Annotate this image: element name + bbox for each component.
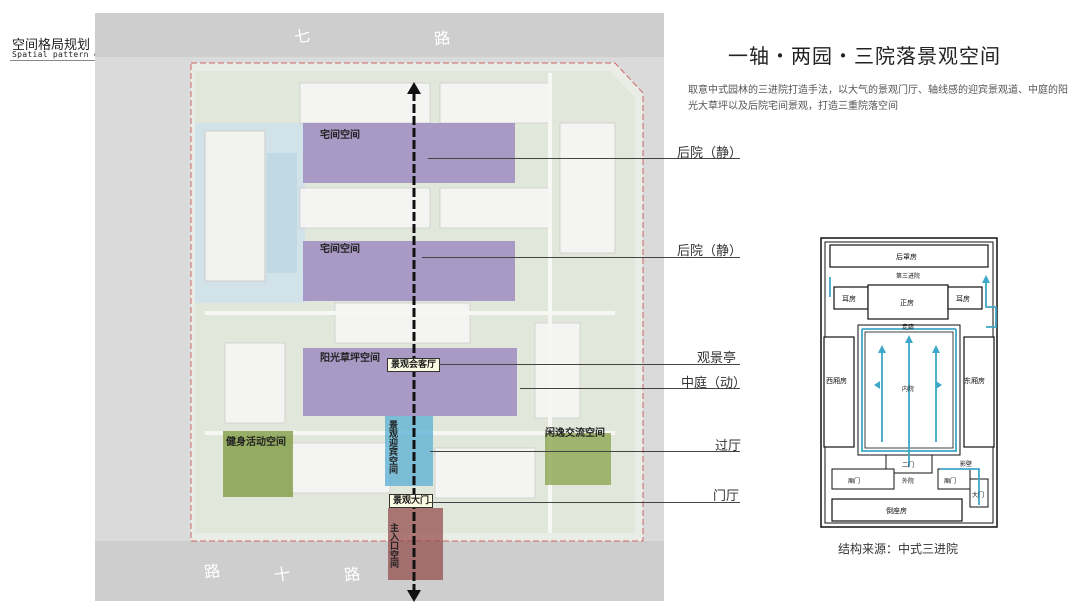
section-subtitle: Spatial pattern of planning [12, 50, 151, 59]
label-south-rooms: 倒座房 [886, 506, 907, 515]
label-rear-rooms: 后罩房 [896, 252, 917, 261]
label-screen-wall: 影壁 [960, 460, 972, 468]
label-ear-room-left: 耳房 [842, 294, 856, 303]
tag-entrance: 景观大门 [389, 494, 434, 508]
label-corridor: 走廊 [902, 323, 914, 331]
callout-line-hall [430, 451, 740, 452]
label-inner-court: 内院 [902, 385, 914, 393]
callout-line-pavilion [440, 364, 740, 365]
zone-label-welcome: 景观迎宾空间 [387, 420, 397, 474]
callout-pavilion: 观景亭 [697, 351, 737, 366]
section-title: 空间格局规划 [12, 38, 91, 53]
label-third-court: 第三进院 [896, 272, 920, 280]
label-gate-room: 厢门 [944, 477, 956, 485]
zone-label-fitness: 健身活动空间 [226, 437, 286, 448]
callout-central-court: 中庭（动） [681, 376, 747, 391]
tag-pavilion: 景观会客厅 [387, 358, 441, 372]
zone-label-leisure: 闲逸交流空间 [545, 428, 605, 439]
label-west-wing: 西厢房 [826, 376, 847, 385]
label-hanging-flower-gate: 二门 [902, 461, 914, 469]
callout-line-gate-hall [428, 502, 740, 503]
svg-text:路: 路 [203, 561, 222, 582]
zone-label-house-2: 宅间空间 [320, 244, 360, 255]
callout-hall: 过厅 [715, 439, 742, 454]
svg-text:路: 路 [433, 28, 452, 49]
label-main-room: 正房 [900, 298, 914, 307]
label-main-gate: 大门 [972, 491, 984, 499]
description: 取意中式园林的三进院打造手法，以大气的景观门厅、轴线感的迎宾景观道、中庭的阳光大… [688, 85, 1068, 112]
site-plan: 七 路 路 十 路 [95, 13, 664, 601]
callout-line-back-yard-2 [422, 257, 740, 258]
label-outer-court: 外院 [902, 477, 914, 485]
svg-text:七: 七 [293, 26, 312, 47]
courtyard-diagram: 后罩房 第三进院 耳房 正房 耳房 走廊 西厢房 内院 东厢房 二门 影壁 厢门… [820, 237, 998, 528]
zone-house-1 [303, 123, 515, 183]
zone-fitness [223, 431, 293, 497]
zone-welcome [385, 416, 433, 486]
label-side-room: 厢门 [848, 477, 860, 485]
zone-label-lawn: 阳光草坪空间 [320, 353, 380, 364]
svg-text:路: 路 [343, 564, 362, 585]
callout-line-back-yard-1 [428, 158, 740, 159]
zone-leisure [545, 433, 611, 485]
courtyard-caption: 结构来源：中式三进院 [838, 542, 959, 556]
zone-label-house-1: 宅间空间 [320, 130, 360, 141]
main-title: 一轴・两园・三院落景观空间 [728, 44, 1001, 68]
svg-text:十: 十 [273, 564, 292, 585]
callout-line-central [520, 388, 740, 389]
callout-back-yard-1: 后院（静） [677, 146, 743, 161]
label-ear-room-right: 耳房 [956, 294, 970, 303]
zone-house-2 [303, 241, 515, 301]
zone-label-main-entrance: 主入口空间 [388, 523, 398, 568]
axis-double-arrow-icon [407, 82, 421, 602]
label-east-wing: 东厢房 [964, 376, 985, 385]
callout-back-yard-2: 后院（静） [677, 244, 743, 259]
callout-gate-hall: 门厅 [713, 489, 740, 504]
